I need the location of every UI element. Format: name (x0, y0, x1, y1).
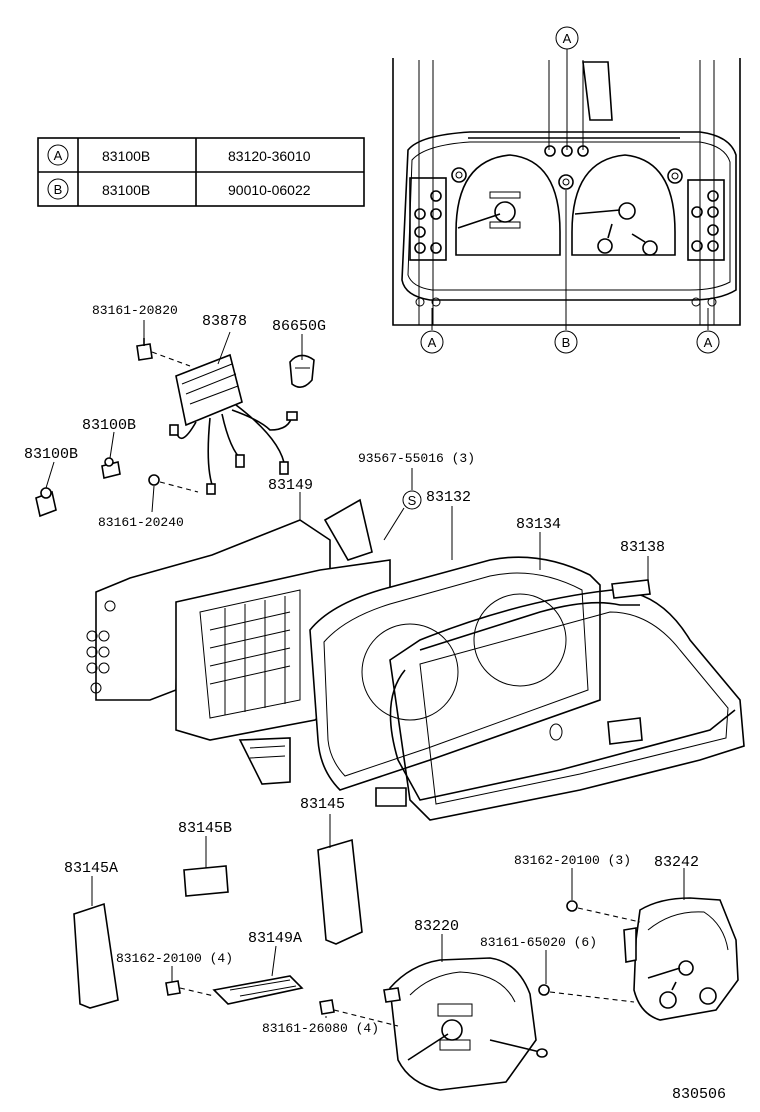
label-83149a: 83149A (248, 930, 302, 947)
label-83100b-lower: 83100B (24, 446, 78, 463)
diagram-code: 830506 (672, 1086, 726, 1103)
legend-number-b: 90010-06022 (228, 182, 311, 198)
glass-83138 (389, 579, 745, 821)
detail-marker-a-left: A (428, 335, 437, 350)
label-83161-20820: 83161-20820 (92, 303, 178, 318)
part-86650g-socket (289, 354, 315, 388)
cover-83134 (389, 601, 736, 801)
label-83220: 83220 (414, 918, 459, 935)
plate-83145b (183, 865, 229, 897)
detail-marker-b: B (562, 335, 571, 350)
gauge-83242 (538, 897, 739, 1021)
label-83132: 83132 (426, 489, 471, 506)
gauge-83220 (319, 957, 548, 1091)
label-83100b-upper: 83100B (82, 417, 136, 434)
legend-mark-a: A (54, 148, 63, 163)
label-83145: 83145 (300, 796, 345, 813)
part-labels: 83161-20820 83878 86650G 83100B 83100B 8… (24, 303, 726, 1103)
plate-83145 (317, 838, 363, 945)
board-83149a (165, 975, 304, 1005)
label-83878: 83878 (202, 313, 247, 330)
detail-view-cluster-back: A A B A (392, 26, 741, 354)
bulb-83100b-parts (35, 457, 121, 518)
label-s-mark: S (408, 493, 417, 508)
legend-mark-b: B (54, 182, 63, 197)
label-83149: 83149 (268, 477, 313, 494)
label-83162-20100-4: 83162-20100 (4) (116, 951, 233, 966)
label-83138: 83138 (620, 539, 665, 556)
legend-number-a: 83120-36010 (228, 148, 311, 164)
plate-83145a (73, 902, 119, 1009)
label-83145a: 83145A (64, 860, 118, 877)
legend-part-b: 83100B (102, 182, 150, 198)
detail-marker-a-top: A (563, 31, 572, 46)
label-83162-20100-3: 83162-20100 (3) (514, 853, 631, 868)
detail-marker-a-right: A (704, 335, 713, 350)
leader-lines (45, 320, 685, 1018)
printed-circuit-83878 (136, 338, 298, 495)
label-83161-65020: 83161-65020 (6) (480, 935, 597, 950)
label-93567-55016: 93567-55016 (3) (358, 451, 475, 466)
label-83161-26080: 83161-26080 (4) (262, 1021, 379, 1036)
label-83161-20240: 83161-20240 (98, 515, 184, 530)
legend-part-a: 83100B (102, 148, 150, 164)
screw-83161-20240 (148, 474, 199, 493)
label-86650g: 86650G (272, 318, 326, 335)
legend-table: A B 83100B 83100B 83120-36010 90010-0602… (37, 137, 365, 207)
label-83242: 83242 (654, 854, 699, 871)
label-83134: 83134 (516, 516, 561, 533)
label-83145b: 83145B (178, 820, 232, 837)
